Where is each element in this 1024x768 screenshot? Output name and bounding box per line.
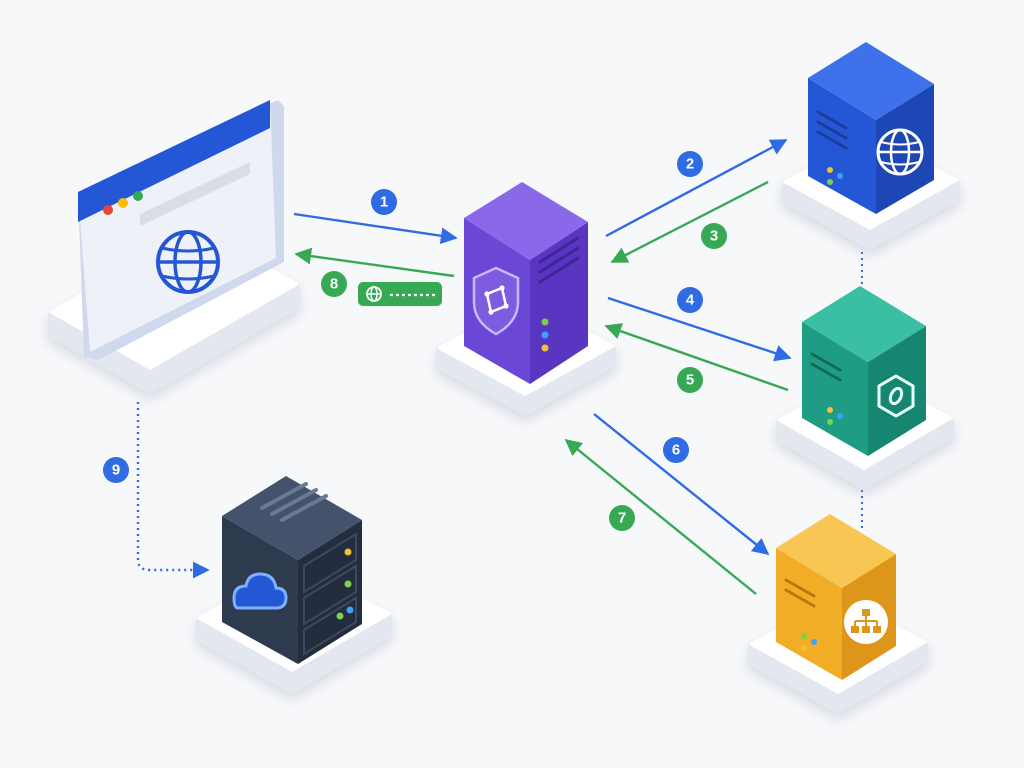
flow-arrows [136, 138, 792, 595]
drive-bays [303, 532, 357, 656]
status-led [336, 612, 344, 620]
step-9-arrow [136, 402, 210, 579]
step-9-badge: 9 [103, 457, 129, 483]
step-badge-circle [701, 223, 727, 249]
step-2-badge: 2 [677, 151, 703, 177]
step-8-badge: 8 [321, 271, 347, 297]
globe-icon [366, 286, 382, 302]
vent-lines [784, 578, 816, 608]
browser-maximize-dot [133, 191, 143, 201]
browser-minimize-dot [118, 198, 128, 208]
vent-lines [816, 110, 848, 150]
step-3-badge: 3 [701, 223, 727, 249]
web-top-face [808, 42, 934, 120]
status-led [827, 167, 833, 173]
step-6-badge: 6 [663, 437, 689, 463]
globe-icon [156, 230, 220, 294]
step-badges: 1 2 3 4 5 6 7 8 9 [103, 151, 727, 531]
lb-front-face [776, 548, 842, 680]
globe-icon [876, 128, 924, 176]
browser-window[interactable] [48, 100, 300, 394]
status-led [346, 606, 354, 614]
step-4-arrow [607, 296, 792, 362]
status-led [811, 639, 817, 645]
step-badge-label: 6 [672, 442, 680, 459]
step-2-arrow [605, 138, 788, 238]
status-led [541, 331, 549, 339]
step-6-arrow [593, 413, 770, 556]
cloud-top-face [222, 476, 362, 560]
status-led [801, 633, 807, 639]
status-led [827, 179, 833, 185]
step-badge-label: 8 [330, 276, 338, 293]
proxy-top-face [464, 182, 588, 260]
status-led [541, 318, 549, 326]
step-badge-label: 7 [618, 510, 626, 527]
step-badge-label: 9 [112, 462, 120, 479]
step-badge-label: 3 [710, 228, 718, 245]
vent-lines [260, 482, 328, 522]
step-badge-label: 2 [686, 156, 694, 173]
step-badge-circle [677, 287, 703, 313]
vent-lines [538, 236, 580, 284]
step-badge-circle [103, 457, 129, 483]
response-payload-pill [358, 282, 442, 306]
step-5-badge: 5 [677, 367, 703, 393]
security-front-face [802, 322, 868, 456]
status-led [837, 413, 843, 419]
browser-address-bar [140, 162, 250, 226]
vent-lines [810, 352, 842, 382]
security-top-face [802, 286, 926, 362]
status-led [827, 407, 833, 413]
step-badge-circle [371, 189, 397, 215]
load-balancer-server[interactable] [748, 514, 928, 714]
step-1-arrow [293, 212, 458, 245]
status-led [344, 548, 352, 556]
shield-icon [472, 266, 520, 336]
step-badge-circle [677, 367, 703, 393]
status-led [837, 173, 843, 179]
lb-top-face [776, 514, 896, 588]
hierarchy-icon [844, 600, 888, 644]
step-badge-circle [677, 151, 703, 177]
step-badge-circle [663, 437, 689, 463]
security-server[interactable] [776, 286, 954, 490]
status-led [827, 419, 833, 425]
step-5-arrow [604, 323, 789, 392]
cloud-icon [232, 572, 288, 610]
status-led [541, 344, 549, 352]
step-8-arrow [294, 247, 455, 278]
step-7-arrow [564, 438, 757, 595]
proxy-server[interactable] [436, 182, 616, 416]
step-badge-label: 5 [686, 372, 694, 389]
step-4-badge: 4 [677, 287, 703, 313]
step-badge-circle [321, 271, 347, 297]
step-3-arrow [610, 180, 769, 264]
web-server[interactable] [782, 42, 960, 250]
browser-window-body [78, 100, 276, 352]
step-badge-label: 1 [380, 194, 388, 211]
step-1-badge: 1 [371, 189, 397, 215]
browser-close-dot [103, 205, 113, 215]
cloud-server[interactable] [196, 476, 392, 694]
step-badge-circle [609, 505, 635, 531]
step-badge-label: 4 [686, 292, 695, 309]
hexagon-nut-icon [877, 374, 915, 418]
browser-titlebar [78, 100, 270, 222]
step-7-badge: 7 [609, 505, 635, 531]
status-led [344, 580, 352, 588]
status-led [801, 645, 807, 651]
